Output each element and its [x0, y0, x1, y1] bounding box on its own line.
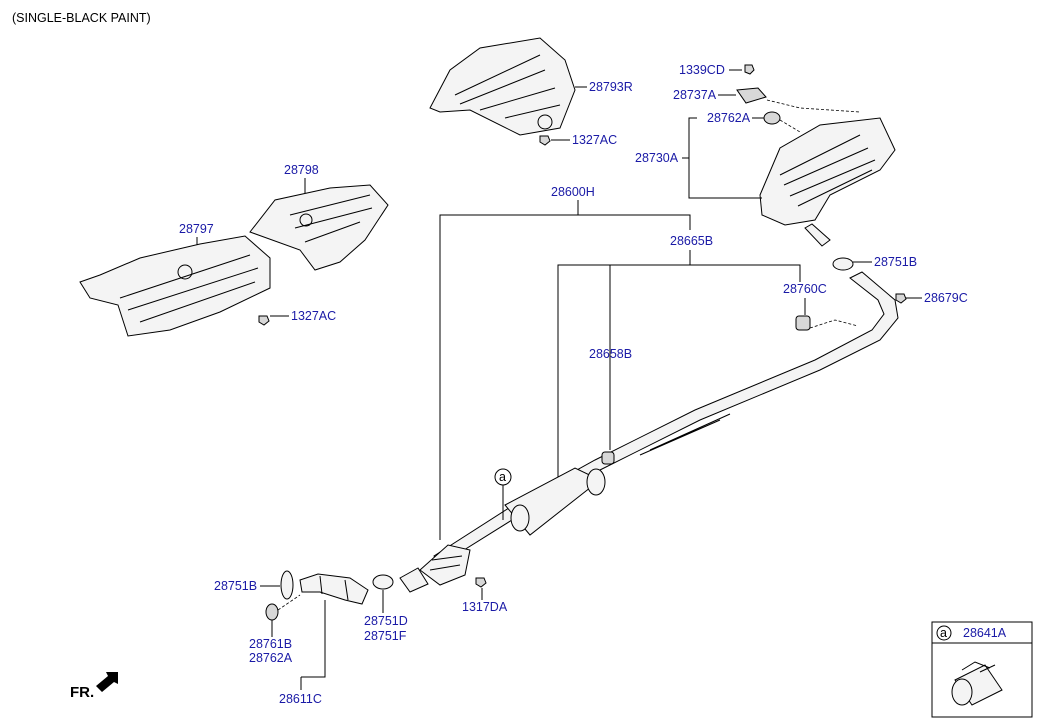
muffler-28730a: [759, 117, 896, 247]
label-28737a: 28737A: [673, 88, 717, 102]
label-28600h: 28600H: [551, 185, 595, 199]
bracket-28737a: [736, 87, 767, 104]
hanger-28658b: [601, 451, 615, 465]
label-28762a-top: 28762A: [707, 111, 751, 125]
heat-protector-28793r: [429, 37, 576, 136]
label-1339cd: 1339CD: [679, 63, 725, 77]
legend-box: a 28641A: [931, 621, 1033, 718]
label-28751b-right: 28751B: [874, 255, 917, 269]
label-28798: 28798: [284, 163, 319, 177]
front-indicator-label: FR.: [70, 684, 94, 701]
paint-note: (SINGLE-BLACK PAINT): [12, 11, 151, 25]
catalytic-converter: [399, 544, 471, 593]
legend-marker: a: [940, 626, 947, 640]
nut-28679c: [895, 293, 907, 304]
label-28751b-left: 28751B: [214, 579, 257, 593]
label-28679c: 28679C: [924, 291, 968, 305]
gasket-28751b-left: [280, 570, 294, 600]
hanger-28761b: [265, 603, 279, 621]
hanger-28760c: [795, 315, 811, 331]
nut-1327ac-top: [539, 135, 551, 146]
gasket-28751b-right: [832, 257, 854, 271]
gasket-28751d: [372, 574, 394, 590]
clamp-icon: [951, 661, 1003, 706]
label-1317da: 1317DA: [462, 600, 508, 614]
label-1327ac-top: 1327AC: [572, 133, 617, 147]
center-pipe: [433, 271, 899, 566]
label-28762a-bottom: 28762A: [249, 651, 293, 665]
callout-a-text: a: [499, 470, 506, 484]
label-1327ac-left: 1327AC: [291, 309, 336, 323]
label-28793r: 28793R: [589, 80, 633, 94]
legend-part: 28641A: [963, 626, 1007, 640]
label-28760c: 28760C: [783, 282, 827, 296]
label-28751f: 28751F: [364, 629, 407, 643]
label-28658b: 28658B: [589, 347, 632, 361]
label-28611c: 28611C: [279, 692, 322, 706]
hanger-28762a-top: [763, 111, 781, 125]
nut-1327ac-left: [258, 315, 270, 326]
label-28665b: 28665B: [670, 234, 713, 248]
label-28730a: 28730A: [635, 151, 679, 165]
heat-protector-28798: [249, 184, 389, 271]
nut-1317da: [475, 577, 487, 588]
front-pipe-28611c: [299, 573, 369, 605]
heat-protector-28797: [79, 235, 271, 337]
label-28751d: 28751D: [364, 614, 408, 628]
label-28797: 28797: [179, 222, 214, 236]
front-arrow-icon: [96, 672, 118, 692]
label-28761b: 28761B: [249, 637, 292, 651]
nut-1339cd: [744, 64, 755, 75]
